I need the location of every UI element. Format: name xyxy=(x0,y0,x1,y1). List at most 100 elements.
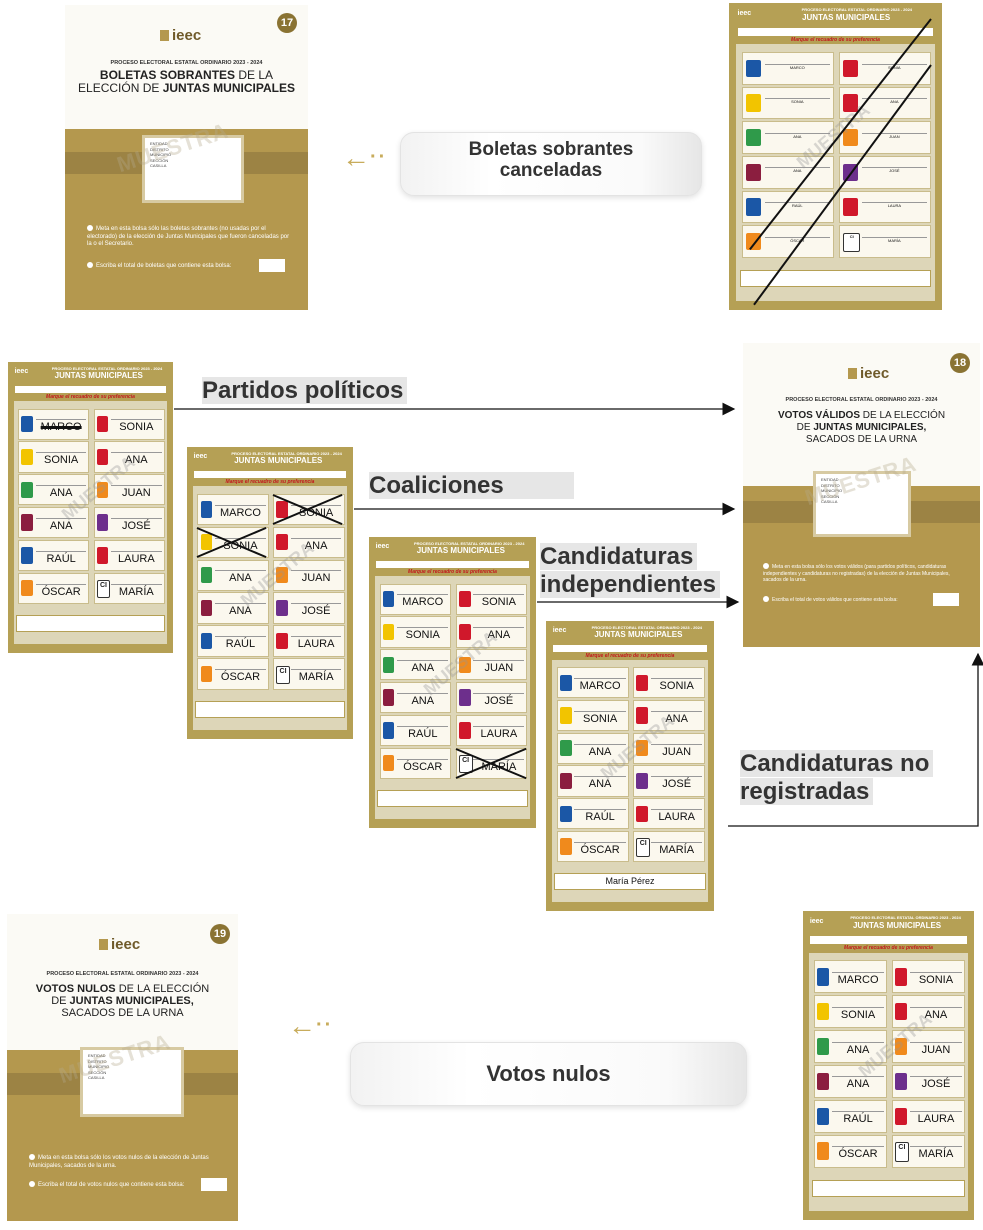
party-logo-icon xyxy=(894,1037,907,1056)
write-in-box xyxy=(377,790,528,807)
party-logo-icon xyxy=(636,707,649,724)
instruction-1: Meta en esta bolsa sólo los votos nulos … xyxy=(29,1154,209,1169)
label-boletas-sobrantes: Boletas sobrantes canceladas xyxy=(400,132,702,196)
candidate-name: MARÍA xyxy=(909,1146,963,1163)
total-box[interactable] xyxy=(933,593,959,606)
candidate-name: SONIA xyxy=(111,419,162,435)
party-logo-icon xyxy=(458,656,471,673)
party-logo-icon xyxy=(843,59,859,78)
party-logo-icon xyxy=(816,1037,830,1056)
candidate-name: SONIA xyxy=(764,98,830,115)
envelope-18: ieec 18 PROCESO ELECTORAL ESTATAL ORDINA… xyxy=(743,343,980,647)
candidate-name: ANA xyxy=(215,603,266,619)
party-logo-icon: CI xyxy=(276,665,290,685)
bullet-icon xyxy=(29,1154,35,1160)
candidate-name: SONIA xyxy=(473,594,525,610)
instruction-2: Escriba el total de votos válidos que co… xyxy=(763,596,943,605)
arrow-left-icon: ←·· xyxy=(342,142,388,173)
ballot-notice: Marque el recuadro de su preferencia xyxy=(46,394,135,400)
candidate-name: RAÚL xyxy=(831,1111,885,1128)
party-logo-icon xyxy=(96,514,109,531)
label-votos-nulos: Votos nulos xyxy=(350,1042,747,1106)
party-logo-icon: CI xyxy=(894,1142,909,1162)
candidate-box: ANA xyxy=(742,155,834,189)
bullet-icon xyxy=(763,563,769,569)
envelope-header-area xyxy=(65,5,308,129)
candidate-name: MARCO xyxy=(397,594,449,610)
party-logo-icon xyxy=(746,94,762,112)
candidate-name: LAURA xyxy=(111,550,162,567)
candidate-name: MARCO xyxy=(35,419,87,435)
party-logo-icon xyxy=(816,1142,830,1160)
party-logo-icon xyxy=(894,1003,907,1021)
party-logo-icon xyxy=(458,689,471,706)
candidate-box: MARCO xyxy=(556,667,629,699)
bullet-icon xyxy=(29,1181,35,1187)
candidate-box: ÓSCAR xyxy=(556,830,629,862)
party-logo-icon xyxy=(200,665,213,683)
ballot-ieec-logo: ieec xyxy=(14,368,29,376)
candidate-box: RAÚL xyxy=(556,798,629,830)
candidate-box: ANA xyxy=(455,616,528,648)
party-logo-icon xyxy=(96,415,109,433)
party-logo-icon xyxy=(382,623,395,641)
party-logo-icon xyxy=(96,481,109,498)
candidate-box: JOSÉ xyxy=(839,155,931,189)
total-box[interactable] xyxy=(259,259,285,272)
ballot-ieec-logo: ieec xyxy=(375,543,390,551)
party-logo-icon xyxy=(96,547,109,564)
candidate-box: JUAN xyxy=(273,559,345,591)
candidate-name: JOSÉ xyxy=(290,603,342,619)
label-partidos-politicos: Partidos políticos xyxy=(202,377,408,405)
candidate-name: ÓSCAR xyxy=(215,669,266,685)
party-logo-icon xyxy=(21,580,34,597)
party-logo-icon xyxy=(746,129,762,147)
write-in-box: María Pérez xyxy=(554,873,706,890)
party-logo-icon xyxy=(559,838,572,855)
party-logo-icon: CI xyxy=(843,232,861,253)
candidate-name: MARÍA xyxy=(111,583,162,600)
ieec-logo-icon xyxy=(99,939,108,950)
candidate-name: ANA xyxy=(831,1041,885,1059)
bullet-icon xyxy=(87,262,93,268)
candidate-box: SONIA xyxy=(455,583,528,615)
ballot-title: JUNTAS MUNICIPALES xyxy=(802,12,891,22)
party-logo-icon xyxy=(276,566,288,584)
candidate-name: LAURA xyxy=(651,809,703,825)
candidate-box: MARCO xyxy=(197,493,269,525)
ieec-logo-icon xyxy=(848,368,857,379)
envelope-header-area xyxy=(7,914,238,1050)
candidate-box: JOSÉ xyxy=(891,1064,966,1098)
election-process: PROCESO ELECTORAL ESTATAL ORDINARIO 2023… xyxy=(110,60,263,66)
label-votos-nulos-text: Votos nulos xyxy=(486,1061,611,1086)
envelope-number: 19 xyxy=(210,924,230,944)
total-box[interactable] xyxy=(201,1178,227,1191)
party-logo-icon xyxy=(382,755,395,772)
candidate-box: ÓSCAR xyxy=(197,658,269,690)
candidate-name: JOSÉ xyxy=(111,517,162,534)
party-logo-icon xyxy=(636,674,649,692)
candidate-name: ÓSCAR xyxy=(35,583,87,600)
party-logo-icon xyxy=(382,590,395,608)
party-logo-icon: CI xyxy=(636,838,651,857)
party-logo-icon xyxy=(276,632,288,650)
candidate-box: SONIA xyxy=(813,995,888,1029)
candidate-box: ANA xyxy=(556,732,629,764)
candidate-box: RAÚL xyxy=(197,625,269,657)
bullet-icon xyxy=(87,225,93,231)
party-logo-icon xyxy=(843,198,859,216)
candidate-name: ÓSCAR xyxy=(764,236,830,254)
party-logo-icon xyxy=(636,772,649,790)
ballot-process: PROCESO ELECTORAL ESTATAL ORDINARIO 2023… xyxy=(850,915,961,921)
ballot-panel: MARCOSONIASONIAANAANAJUANANAJOSÉRAÚLLAUR… xyxy=(192,486,348,731)
write-in-box xyxy=(16,615,165,632)
candidate-name: SONIA xyxy=(574,710,626,727)
